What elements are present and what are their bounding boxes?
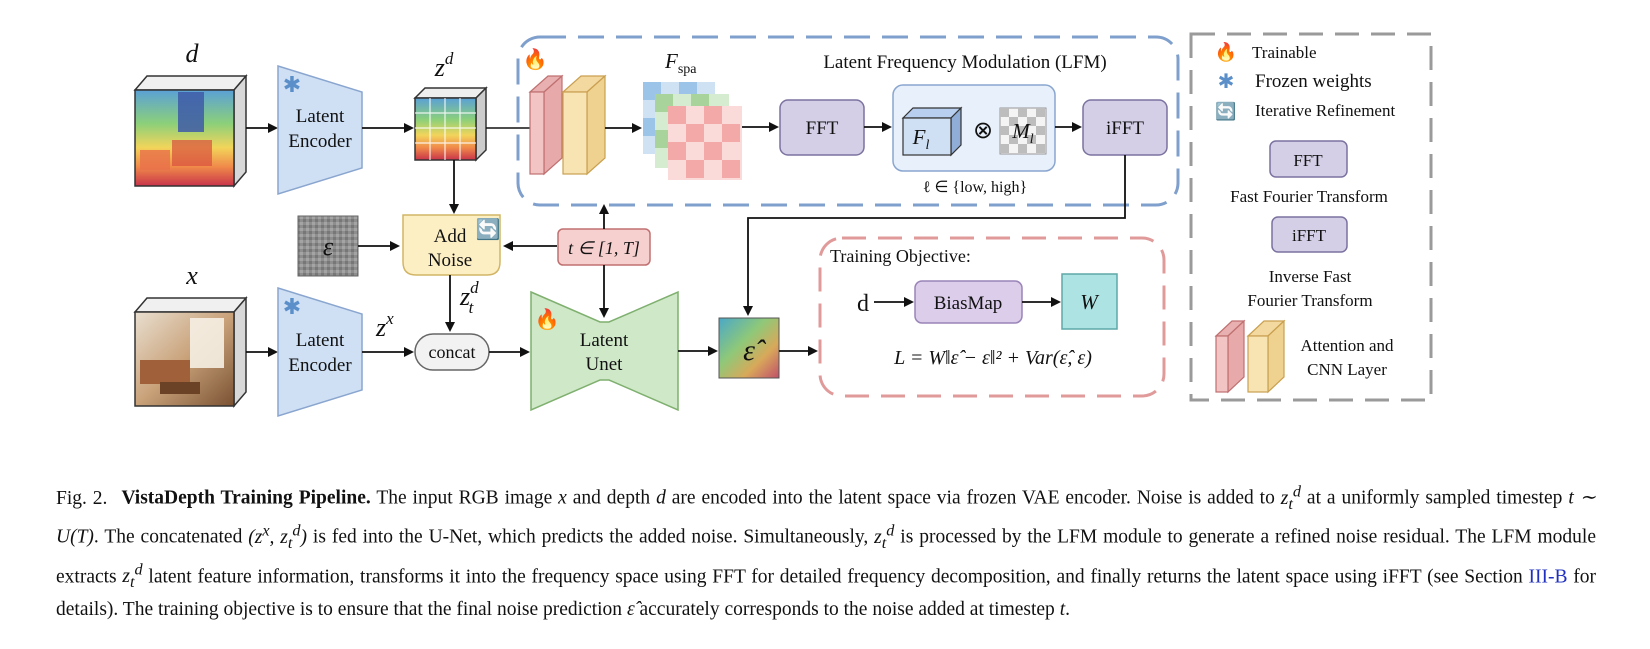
ml-mask: Ml xyxy=(999,107,1047,155)
attention-cnn-layer xyxy=(528,74,607,176)
training-objective-box xyxy=(818,236,1166,398)
legend-fft-box: FFT xyxy=(1269,140,1348,178)
eps-hat-image: ε̂ xyxy=(718,317,780,379)
loss-formula: L = W‖ε̂ − ε‖² + Var(ε̂, ε) xyxy=(893,347,1092,369)
legend-attn-1: Attention and xyxy=(1300,336,1394,355)
legend-frozen: Frozen weights xyxy=(1255,71,1372,92)
iterative-refinement-icon: 🔄 xyxy=(476,217,501,241)
section-link[interactable]: III-B xyxy=(1528,566,1568,588)
concat-box: concat xyxy=(414,333,490,371)
zd-latent-cube xyxy=(413,86,488,162)
fft-box: FFT xyxy=(779,99,865,156)
legend-trainable: Trainable xyxy=(1252,43,1317,62)
frozen-icon-bottom: ✱ xyxy=(283,295,301,320)
legend-ifft-box: iFFT xyxy=(1271,216,1348,253)
rgb-symbol: x xyxy=(185,261,198,290)
svg-text:Ml: Ml xyxy=(1011,119,1034,147)
svg-text:concat: concat xyxy=(429,342,476,362)
svg-text:Noise: Noise xyxy=(428,250,472,271)
svg-text:iFFT: iFFT xyxy=(1106,118,1144,139)
zx-label: zx xyxy=(375,309,394,342)
fspa-feature-maps xyxy=(643,82,742,180)
legend-ifft-desc-1: Inverse Fast xyxy=(1269,267,1352,286)
svg-text:FFT: FFT xyxy=(1293,151,1323,170)
legend-ifft-desc-2: Fourier Transform xyxy=(1247,291,1372,310)
latent-unet: Latent Unet xyxy=(530,290,679,412)
legend-fft-desc: Fast Fourier Transform xyxy=(1230,187,1388,206)
svg-text:Unet: Unet xyxy=(586,354,624,375)
objective-d: d xyxy=(857,291,869,317)
fl-cube: Fl xyxy=(901,106,963,157)
rgb-image-cube xyxy=(133,295,248,409)
svg-text:W: W xyxy=(1080,290,1100,314)
legend-attn-2: CNN Layer xyxy=(1307,360,1387,379)
svg-text:Encoder: Encoder xyxy=(288,131,352,152)
latent-encoder-top: Latent Encoder xyxy=(277,64,363,196)
svg-text:Encoder: Encoder xyxy=(288,355,352,376)
svg-text:BiasMap: BiasMap xyxy=(934,293,1003,314)
noise-image: ε xyxy=(297,215,359,277)
svg-text:Fl: Fl xyxy=(912,125,930,153)
svg-text:ε: ε xyxy=(323,232,334,261)
caption-title: VistaDepth Training Pipeline. xyxy=(121,487,371,509)
legend-iterative: Iterative Refinement xyxy=(1255,101,1395,120)
lfm-residual-arrow xyxy=(743,155,1126,316)
legend-frozen-icon: ✱ xyxy=(1218,69,1235,93)
svg-text:Latent: Latent xyxy=(296,330,345,351)
trainable-icon-unet: 🔥 xyxy=(535,307,560,331)
depth-symbol: d xyxy=(186,39,200,68)
objective-title: Training Objective: xyxy=(830,246,971,266)
depth-image-cube xyxy=(133,73,248,189)
biasmap-box: BiasMap xyxy=(914,280,1023,324)
legend-attention-cnn-icon xyxy=(1214,319,1286,394)
svg-text:Latent: Latent xyxy=(296,106,345,127)
frozen-icon: ✱ xyxy=(283,73,301,98)
add-noise-box: Add Noise xyxy=(402,214,501,276)
trainable-icon: 🔥 xyxy=(523,47,548,71)
ifft-box: iFFT xyxy=(1082,99,1168,156)
legend-iterative-icon: 🔄 xyxy=(1215,101,1236,122)
fspa-label: Fspa xyxy=(664,49,697,77)
otimes-symbol: ⊗ xyxy=(973,118,993,144)
w-box: W xyxy=(1061,273,1118,330)
lfm-module-box xyxy=(516,35,1180,207)
lfm-title: Latent Frequency Modulation (LFM) xyxy=(823,52,1106,73)
figure-caption: Fig. 2.VistaDepth Training Pipeline. The… xyxy=(56,482,1596,621)
pipeline-diagram: d Latent Encoder ✱ zd 🔥 Latent Frequency… xyxy=(133,32,1433,418)
timestep-box: t ∈ [1, T] xyxy=(557,228,651,266)
svg-text:iFFT: iFFT xyxy=(1292,226,1327,245)
latent-encoder-bottom: Latent Encoder xyxy=(277,286,363,418)
svg-text:Latent: Latent xyxy=(580,330,629,351)
svg-text:Add: Add xyxy=(434,226,467,247)
svg-text:t ∈ [1, T]: t ∈ [1, T] xyxy=(568,238,640,258)
legend-trainable-icon: 🔥 xyxy=(1215,41,1237,63)
svg-text:FFT: FFT xyxy=(806,118,839,139)
l-set-label: ℓ ∈ {low, high} xyxy=(923,179,1027,196)
zd-label: zd xyxy=(434,49,454,82)
legend-box xyxy=(1189,32,1433,402)
caption-fig-label: Fig. 2. xyxy=(56,487,108,509)
